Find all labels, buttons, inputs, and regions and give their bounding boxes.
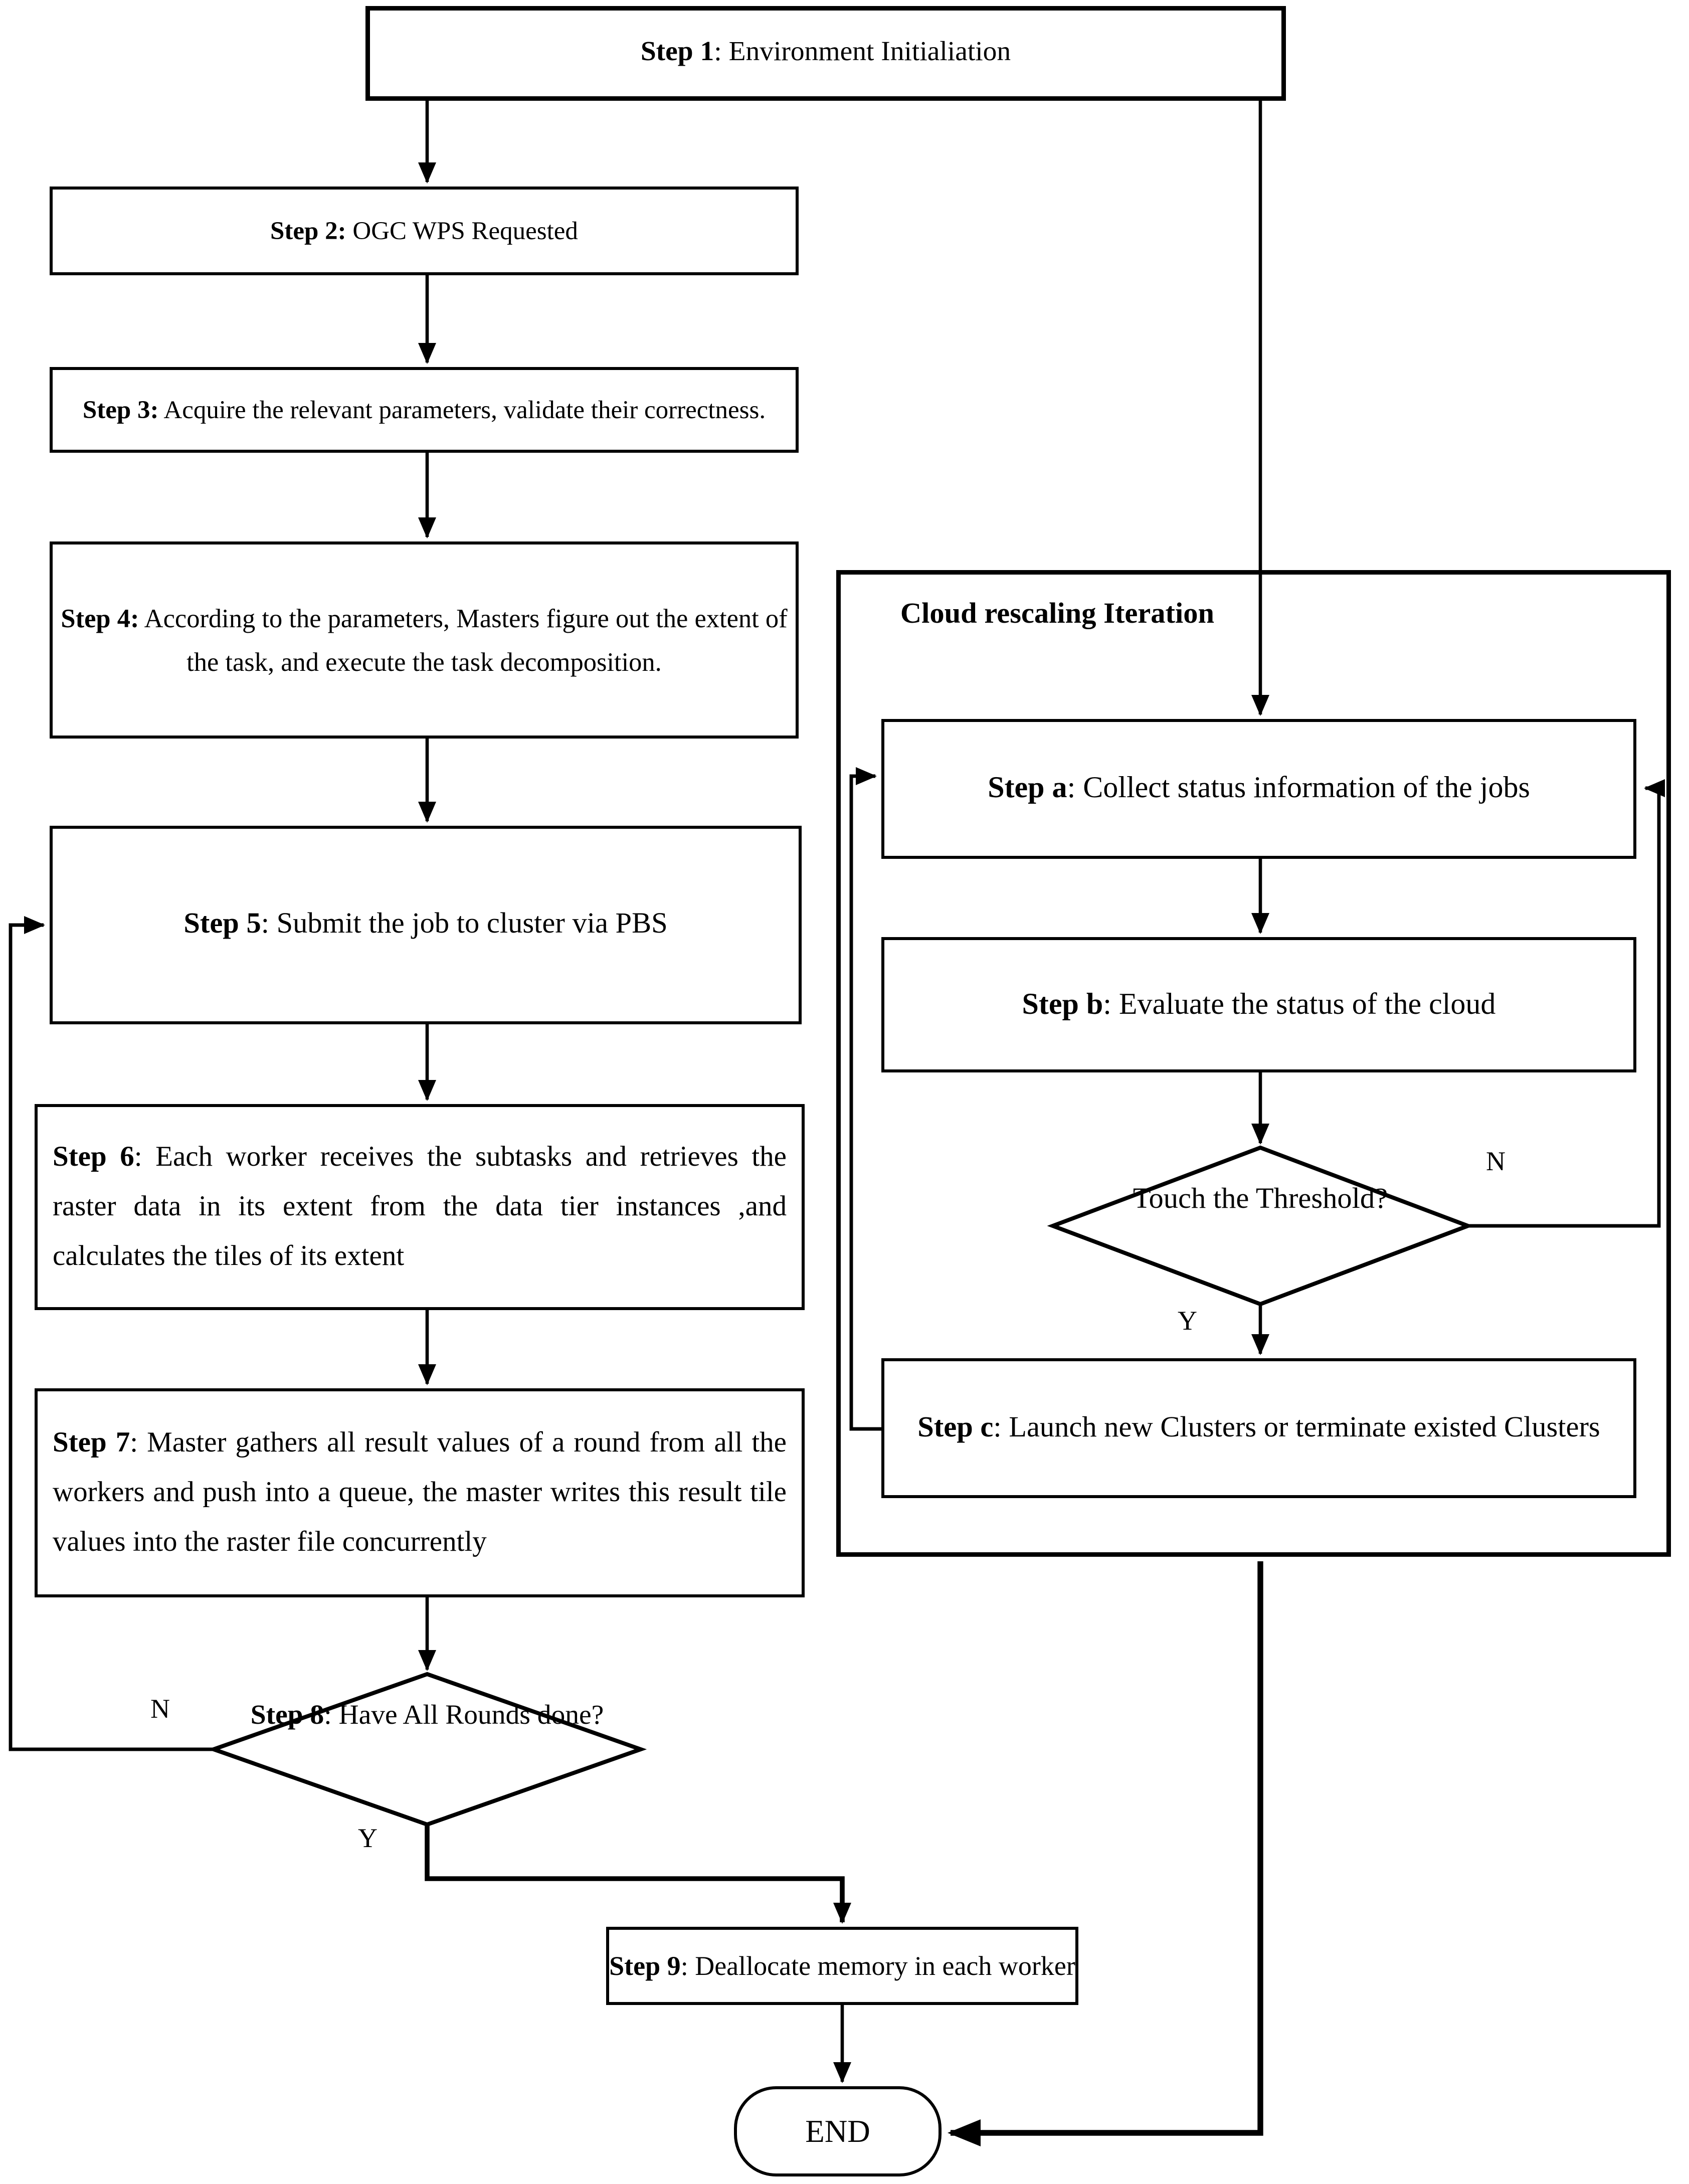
stepc-prefix: Step c: [917, 1412, 994, 1444]
node-step-c: Step c: Launch new Clusters or terminate…: [881, 1358, 1636, 1498]
edge-cloud-end: [948, 1561, 1263, 2146]
end-label: END: [805, 2112, 870, 2149]
decision-step8-label: Step 8: Have All Rounds done?: [247, 1695, 608, 1737]
node-step-3: Step 3: Acquire the relevant parameters,…: [50, 367, 799, 453]
node-step-1: Step 1: Environment Initialiation: [365, 6, 1286, 101]
decision-step8-shape: [207, 1672, 647, 1827]
step7-prefix: Step 7: [53, 1427, 130, 1459]
node-step-b: Step b: Evaluate the status of the cloud: [881, 937, 1636, 1072]
stepc-text: : Launch new Clusters or terminate exist…: [993, 1412, 1600, 1444]
step9-text: : Deallocate memory in each worker: [680, 1950, 1075, 1980]
end-terminator: END: [734, 2086, 942, 2176]
step5-prefix: Step 5: [183, 908, 261, 940]
node-step-4: Step 4: According to the parameters, Mas…: [50, 541, 799, 739]
edge-step8-yes-step9: [425, 1825, 851, 1924]
step9-prefix: Step 9: [609, 1950, 681, 1980]
edge-threshold-no-stepa: [1468, 779, 1665, 1228]
node-step-5: Step 5: Submit the job to cluster via PB…: [50, 826, 802, 1024]
decision-threshold-shape: [1047, 1145, 1474, 1307]
label-threshold-no: N: [1486, 1146, 1506, 1176]
edge-stepc-stepa: [849, 767, 881, 1431]
edge-step8-no-step5: [9, 916, 214, 1751]
step8-prefix: Step 8: [250, 1701, 324, 1731]
stepb-prefix: Step b: [1022, 987, 1103, 1021]
cloud-rescaling-container: [836, 570, 1671, 1557]
step5-text: : Submit the job to cluster via PBS: [261, 908, 668, 940]
stepa-prefix: Step a: [988, 772, 1067, 805]
step3-text: Acquire the relevant parameters, validat…: [158, 395, 766, 424]
step6-text: : Each worker receives the subtasks and …: [53, 1142, 787, 1272]
step1-text: : Environment Initialiation: [714, 38, 1011, 68]
node-step-2: Step 2: OGC WPS Requested: [50, 187, 799, 275]
decision-threshold-label: Touch the Threshold?: [1133, 1178, 1388, 1221]
label-threshold-yes: Y: [1178, 1306, 1197, 1336]
stepa-text: : Collect status information of the jobs: [1067, 772, 1530, 805]
threshold-text: Touch the Threshold?: [1133, 1184, 1388, 1215]
node-step-6: Step 6: Each worker receives the subtask…: [35, 1104, 805, 1310]
label-step8-yes: Y: [358, 1823, 378, 1853]
step8-text: : Have All Rounds done?: [324, 1701, 604, 1731]
label-step8-no: N: [150, 1694, 170, 1724]
node-step-7: Step 7: Master gathers all result values…: [35, 1388, 805, 1597]
cloud-rescaling-title: Cloud rescaling Iteration: [900, 599, 1215, 630]
step4-text: According to the parameters, Masters fig…: [139, 602, 788, 676]
step1-prefix: Step 1: [640, 38, 714, 68]
step2-text: OGC WPS Requested: [346, 216, 578, 245]
step4-prefix: Step 4:: [61, 602, 139, 633]
stepb-text: : Evaluate the status of the cloud: [1103, 987, 1496, 1021]
node-step-9: Step 9: Deallocate memory in each worker: [606, 1927, 1078, 2005]
step2-prefix: Step 2:: [270, 216, 346, 245]
step7-text: : Master gathers all result values of a …: [53, 1427, 787, 1558]
step3-prefix: Step 3:: [82, 395, 159, 424]
node-step-a: Step a: Collect status information of th…: [881, 719, 1636, 859]
step6-prefix: Step 6: [53, 1142, 134, 1173]
